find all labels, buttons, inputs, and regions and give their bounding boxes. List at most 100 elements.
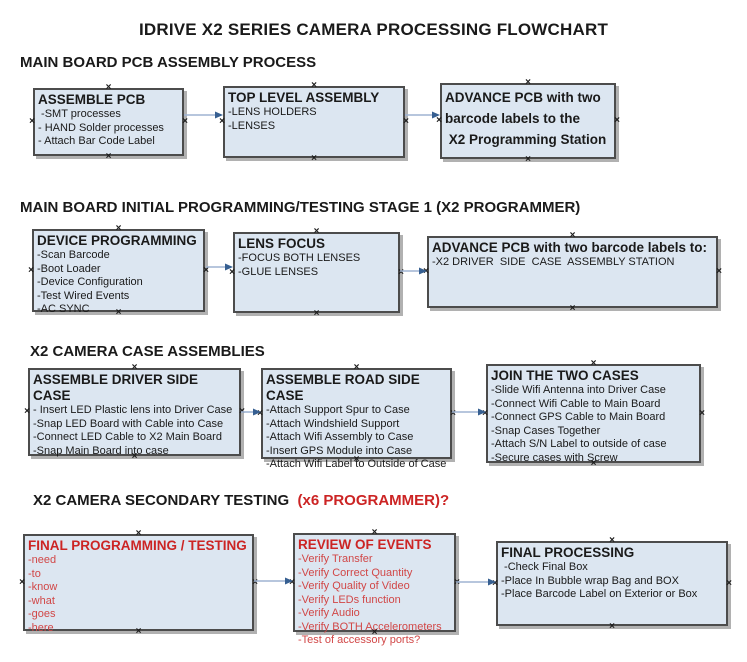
flow-box-review-of-events: ×××× REVIEW OF EVENTS -Verify Transfer -… (289, 528, 460, 647)
box-item: -Verify BOTH Accelerometers (298, 620, 442, 633)
section-heading-text: X2 CAMERA CASE ASSEMBLIES (30, 343, 265, 360)
flow-box-top-level-assembly: ×××× TOP LEVEL ASSEMBLY -LENS HOLDERS -L… (219, 81, 409, 164)
flow-arrow (405, 111, 440, 119)
box-item: -Snap LED Board with Cable into Case (33, 417, 224, 430)
connection-point-icon: × (28, 264, 34, 276)
box-item: -GLUE LENSES (238, 265, 319, 278)
box-item: -Attach Windshield Support (266, 417, 400, 430)
box-item: -Attach Wifi Label to Outside of Case (266, 458, 447, 470)
connection-point-icon: × (699, 407, 705, 419)
section-heading-case-assemblies: X2 CAMERA CASE ASSEMBLIES (30, 343, 265, 360)
connection-point-icon: × (614, 115, 620, 126)
box-item: -Verify Audio (298, 607, 360, 619)
flow-arrow (254, 577, 293, 585)
box-title: DEVICE PROGRAMMING (37, 233, 197, 248)
box-title: ADVANCE PCB with two barcode labels to: (432, 240, 708, 255)
page-title: IDRIVE X2 SERIES CAMERA PROCESSING FLOWC… (138, 20, 609, 39)
flow-box-assemble-road-side-case: ×××× ASSEMBLE ROAD SIDE CASE -Attach Sup… (257, 363, 456, 471)
section-heading-text: MAIN BOARD INITIAL PROGRAMMING/TESTING S… (20, 199, 581, 216)
flow-arrow (400, 267, 427, 275)
box-item: -Connect GPS Cable to Main Board (491, 411, 666, 423)
flow-box-final-processing: ×××× FINAL PROCESSING -Check Final Box -… (492, 536, 732, 632)
box-item: -Device Configuration (37, 276, 143, 288)
box-title: ASSEMBLE ROAD SIDE CASE (266, 372, 424, 403)
flow-box-assemble-driver-side-case: ×××× ASSEMBLE DRIVER SIDE CASE - Insert … (24, 363, 245, 462)
connection-point-icon: × (313, 308, 320, 319)
box-title: ADVANCE PCB with two barcode labels to t… (445, 90, 607, 147)
section-heading-text: X2 CAMERA SECONDARY TESTING (33, 492, 298, 509)
connection-point-icon: × (569, 303, 576, 314)
section-heading-secondary-testing: X2 CAMERA SECONDARY TESTING (x6 PROGRAMM… (33, 492, 449, 509)
flow-box-device-programming: ×××× DEVICE PROGRAMMING -Scan Barcode -B… (28, 224, 209, 318)
connection-point-icon: × (716, 266, 722, 277)
box-item: -Test Wired Events (37, 289, 130, 302)
flow-arrow (184, 111, 223, 119)
box-item: -Slide Wifi Antenna into Driver Case (491, 384, 666, 396)
flow-arrow (452, 408, 486, 416)
box-item: -Check Final Box (501, 561, 588, 573)
section-heading-initial-programming: MAIN BOARD INITIAL PROGRAMMING/TESTING S… (20, 199, 580, 216)
connection-point-icon: × (105, 151, 112, 162)
flow-box-assemble-pcb: ×××× ASSEMBLE PCB -SMT processes - HAND … (29, 83, 188, 162)
box-item: -X2 DRIVER SIDE CASE ASSEMBLY STATION (432, 256, 675, 268)
flow-box-final-programming-testing: ×××× FINAL PROGRAMMING / TESTING -need -… (19, 529, 258, 637)
box-item: -Connect LED Cable to X2 Main Board (33, 431, 222, 443)
connection-point-icon: × (726, 577, 732, 589)
box-title: LENS FOCUS (238, 236, 326, 251)
box-item: -Connect Wifi Cable to Main Board (491, 397, 661, 410)
box-item: -know (28, 581, 58, 593)
flow-arrow (456, 578, 496, 586)
connection-point-icon: × (29, 116, 35, 127)
box-item: -here (28, 621, 54, 634)
connection-point-icon: × (311, 153, 317, 164)
flow-arrow (241, 408, 261, 416)
box-item: -need (28, 554, 57, 566)
section-heading-text: MAIN BOARD PCB ASSEMBLY PROCESS (20, 54, 317, 71)
box-title: TOP LEVEL ASSEMBLY (228, 90, 380, 105)
section-heading-pcb-assembly: MAIN BOARD PCB ASSEMBLY PROCESS (20, 54, 316, 71)
box-item: -what (28, 594, 55, 607)
connection-point-icon: × (24, 406, 30, 417)
flow-arrow (206, 263, 233, 271)
box-item: -Verify Quality of Video (298, 580, 410, 592)
flow-box-advance-pcb-driver-side: ×××× ADVANCE PCB with two barcode labels… (423, 231, 722, 314)
box-item: -Test of accessory ports? (298, 634, 421, 646)
connection-point-icon: × (525, 154, 531, 165)
box-title: FINAL PROGRAMMING / TESTING (28, 538, 247, 553)
box-item: -Place Barcode Label on Exterior or Box (501, 588, 698, 600)
box-item: -Attach Wifi Assembly to Case (266, 431, 414, 443)
connection-point-icon: × (609, 621, 615, 632)
box-item: -Secure cases with Screw (491, 451, 618, 464)
box-title: ASSEMBLE PCB (38, 92, 146, 107)
box-item: - HAND Solder processes (38, 121, 164, 134)
box-item: -goes (28, 608, 56, 620)
box-item: -Boot Loader (37, 262, 101, 275)
box-item: -SMT processes (38, 108, 121, 120)
box-title: REVIEW OF EVENTS (298, 537, 432, 552)
box-item: -Verify Transfer (298, 553, 373, 565)
box-item: -Verify LEDs function (298, 593, 401, 606)
box-item: -Snap Cases Together (491, 424, 601, 437)
box-item: -Attach Support Spur to Case (266, 404, 410, 416)
box-title: ASSEMBLE DRIVER SIDE CASE (33, 372, 202, 403)
box-item: -Attach S/N Label to outside of case (491, 438, 667, 450)
box-item: -Insert GPS Module into Case (266, 444, 413, 457)
box-item: -LENSES (228, 119, 276, 132)
box-item: -Snap Main Board into case (33, 444, 169, 457)
flow-box-lens-focus: ×××× LENS FOCUS -FOCUS BOTH LENSES -GLUE… (229, 227, 404, 319)
box-item: -LENS HOLDERS (228, 106, 317, 118)
box-item: -Verify Correct Quantity (298, 566, 413, 579)
box-item: -AC SYNC (37, 303, 90, 315)
box-item: -Place In Bubble wrap Bag and BOX (501, 574, 679, 587)
section-heading-red-text: (x6 PROGRAMMER)? (297, 492, 450, 509)
box-title: JOIN THE TWO CASES (491, 368, 639, 383)
connection-point-icon: × (19, 576, 25, 588)
box-title: FINAL PROCESSING (501, 545, 635, 560)
flow-box-join-the-two-cases: ×××× JOIN THE TWO CASES -Slide Wifi Ante… (482, 359, 705, 469)
box-item: -to (28, 567, 41, 580)
box-item: -Scan Barcode (37, 249, 110, 261)
box-item: - Attach Bar Code Label (38, 135, 155, 147)
flow-box-advance-pcb-programming-station: ×××× ADVANCE PCB with two barcode labels… (436, 78, 620, 165)
box-item: - Insert LED Plastic lens into Driver Ca… (33, 404, 233, 416)
